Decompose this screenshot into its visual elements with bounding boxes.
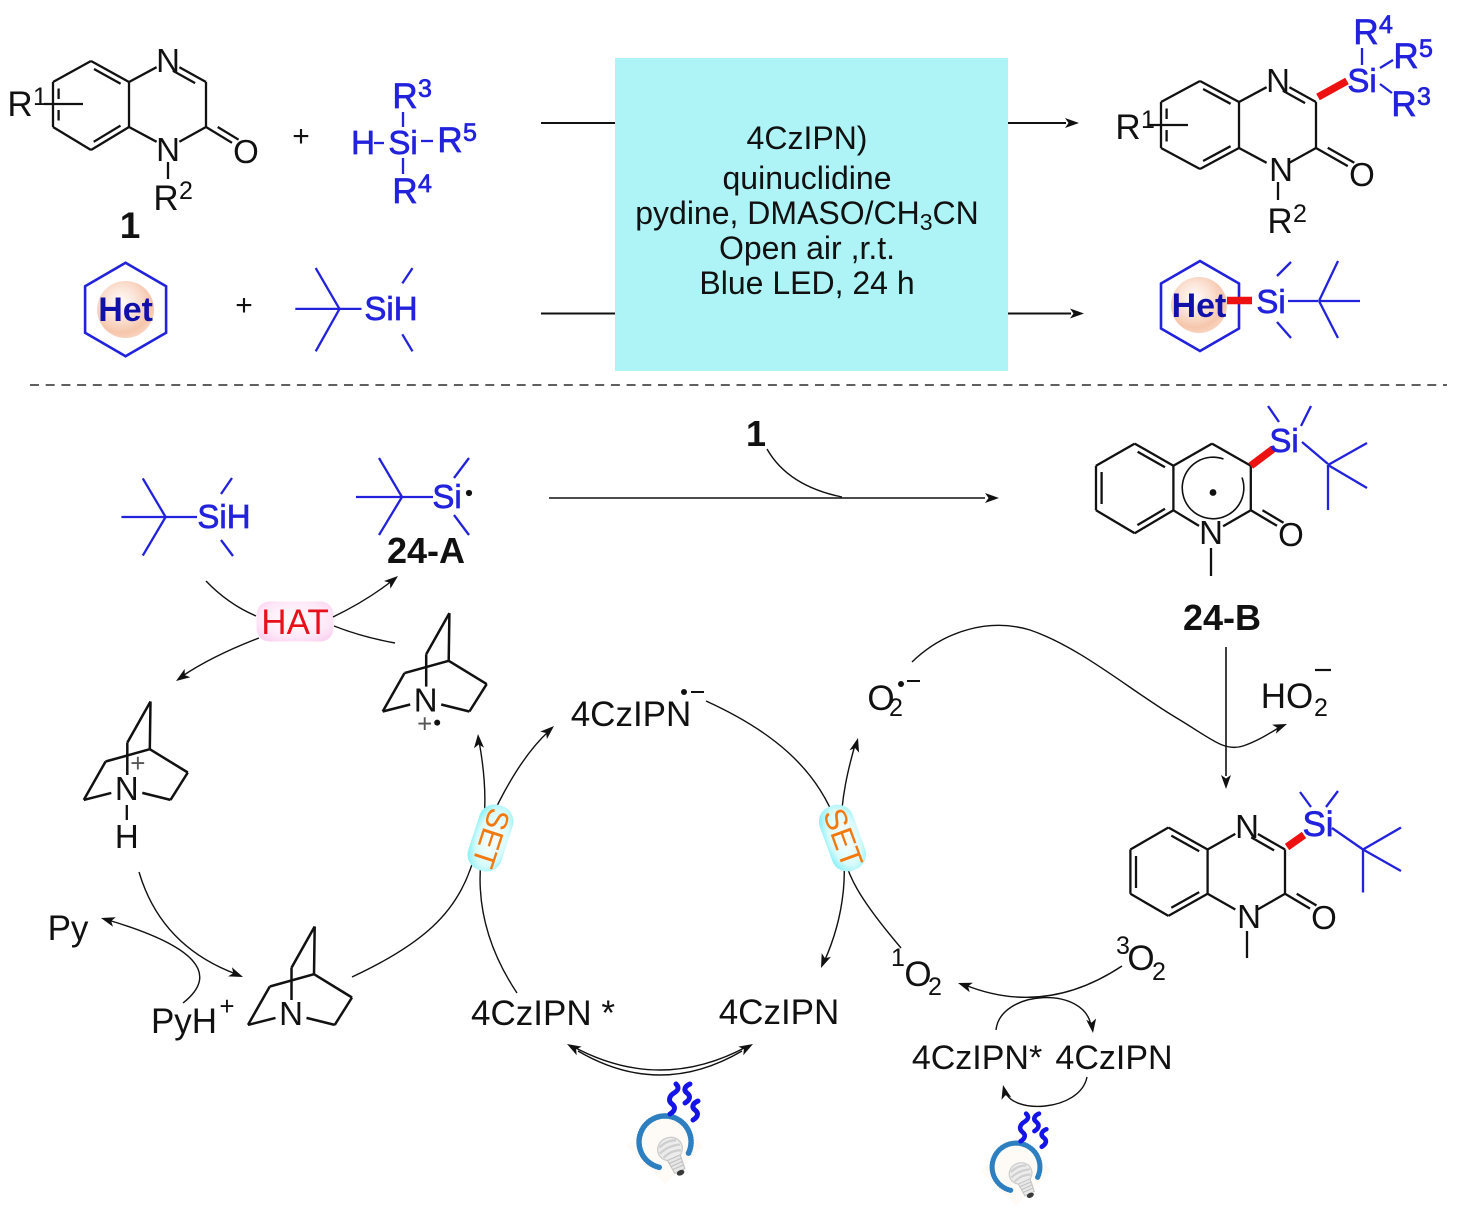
svg-text:O: O <box>867 679 894 718</box>
svg-text:4: 4 <box>1379 11 1393 39</box>
svg-text:R: R <box>437 121 462 160</box>
svg-text:Si: Si <box>1302 805 1333 844</box>
svg-text:2: 2 <box>1152 958 1166 986</box>
svg-text:+: + <box>235 289 253 322</box>
svg-text:4CzIPN*: 4CzIPN* <box>912 1039 1042 1077</box>
svg-text:HO: HO <box>1261 677 1314 716</box>
svg-text:R: R <box>1115 108 1140 147</box>
svg-text:R: R <box>1267 202 1292 241</box>
svg-text:Het: Het <box>98 291 153 329</box>
svg-text:3: 3 <box>418 75 432 103</box>
svg-text:Blue LED, 24 h: Blue LED, 24 h <box>699 265 914 301</box>
svg-text:2: 2 <box>889 694 903 722</box>
svg-text:Si: Si <box>1347 62 1376 99</box>
svg-text:O: O <box>1311 899 1337 936</box>
svg-text:N: N <box>414 682 438 719</box>
svg-text:R: R <box>392 77 417 116</box>
svg-text:2: 2 <box>928 973 942 1001</box>
svg-text:R: R <box>7 85 32 124</box>
svg-text:SiH: SiH <box>197 498 250 535</box>
svg-text:R: R <box>1353 13 1378 52</box>
svg-text:quinuclidine: quinuclidine <box>722 160 891 196</box>
svg-text:Het: Het <box>1172 287 1227 325</box>
svg-text:N: N <box>1266 62 1290 99</box>
svg-text:5: 5 <box>1419 35 1433 63</box>
svg-text:Si: Si <box>1256 283 1285 320</box>
svg-text:1: 1 <box>746 413 766 454</box>
svg-text:4CzIPN: 4CzIPN <box>719 993 840 1032</box>
svg-text:4CzIPN: 4CzIPN <box>571 695 692 734</box>
svg-text:24-B: 24-B <box>1183 597 1261 638</box>
svg-text:R: R <box>153 179 178 218</box>
svg-text:4CzIPN: 4CzIPN <box>1055 1039 1172 1077</box>
svg-text:O: O <box>233 133 259 170</box>
svg-text:N: N <box>279 995 303 1032</box>
svg-text:N: N <box>156 42 180 79</box>
svg-text:N: N <box>115 770 139 807</box>
svg-text:24-A: 24-A <box>387 530 465 571</box>
svg-text:4CzIPN): 4CzIPN) <box>747 120 868 156</box>
svg-text:Py: Py <box>48 909 89 948</box>
svg-text:N: N <box>1199 514 1223 551</box>
svg-text:PyH: PyH <box>151 1002 217 1041</box>
svg-text:+: + <box>219 991 234 1021</box>
svg-text:4: 4 <box>418 170 432 198</box>
svg-text:2: 2 <box>1314 694 1328 722</box>
svg-text:R: R <box>1391 85 1416 124</box>
svg-text:1: 1 <box>33 83 47 111</box>
svg-text:N: N <box>156 131 180 168</box>
svg-text:4CzIPN *: 4CzIPN * <box>471 994 615 1033</box>
svg-text:HAT: HAT <box>261 603 328 642</box>
svg-text:3: 3 <box>1417 83 1431 111</box>
svg-text:R: R <box>392 172 417 211</box>
svg-text:+: + <box>417 709 432 739</box>
svg-text:1: 1 <box>120 205 141 246</box>
svg-text:O: O <box>1349 156 1375 193</box>
svg-text:O: O <box>904 955 931 994</box>
svg-text:1: 1 <box>891 944 905 972</box>
svg-text:+: + <box>292 120 310 153</box>
svg-text:N: N <box>1237 898 1261 935</box>
svg-text:+: + <box>130 748 145 778</box>
svg-text:SiH: SiH <box>364 290 417 327</box>
svg-text:O: O <box>1127 939 1154 978</box>
svg-text:N: N <box>1269 151 1293 188</box>
svg-text:Si: Si <box>388 124 417 161</box>
svg-text:H: H <box>351 124 375 161</box>
svg-text:2: 2 <box>1293 200 1307 228</box>
svg-text:2: 2 <box>179 177 193 205</box>
svg-text:R: R <box>1393 37 1418 76</box>
svg-text:O: O <box>1278 516 1304 553</box>
svg-text:3: 3 <box>1116 932 1130 960</box>
svg-text:1: 1 <box>1141 106 1155 134</box>
svg-text:Open air ,r.t.: Open air ,r.t. <box>719 230 895 266</box>
svg-text:Si: Si <box>1269 422 1298 459</box>
svg-text:5: 5 <box>463 119 477 147</box>
svg-text:Si: Si <box>432 478 461 515</box>
svg-text:N: N <box>1235 808 1259 845</box>
svg-text:H: H <box>115 818 139 855</box>
